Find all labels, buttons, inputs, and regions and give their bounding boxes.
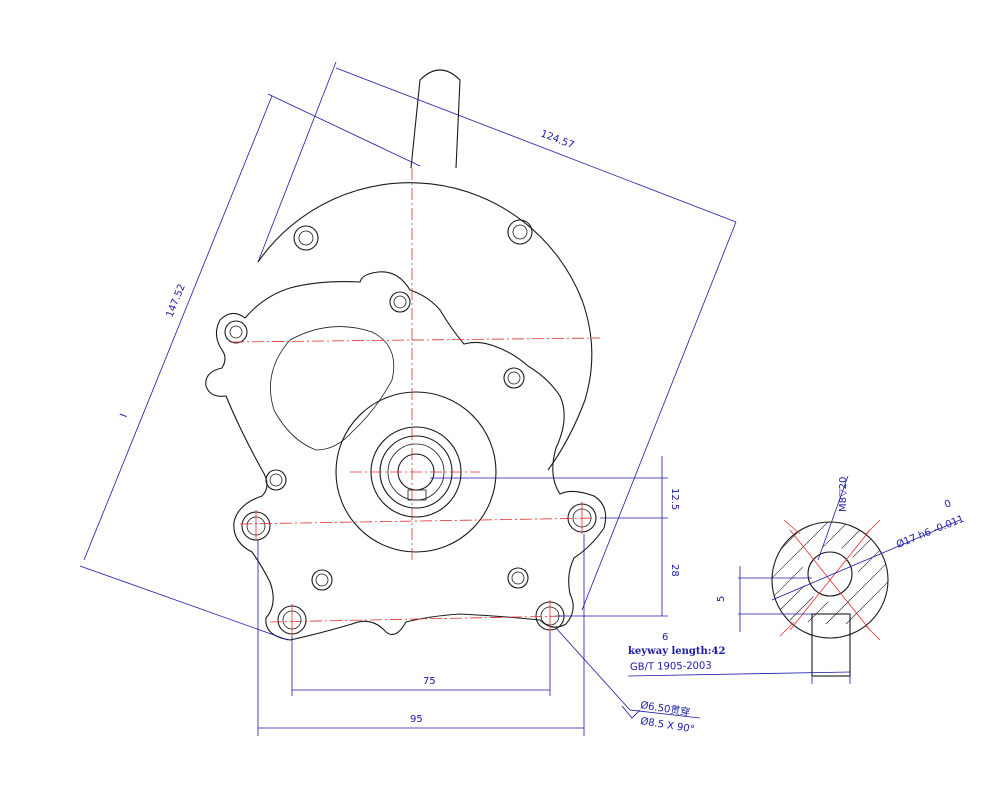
tap-spec: M8▽20 bbox=[838, 477, 849, 512]
dim-overall-height: 147.52 bbox=[165, 283, 188, 320]
centerlines bbox=[231, 168, 601, 636]
hole-top-cover bbox=[389, 291, 411, 313]
dim-mount-vertical: 28 bbox=[669, 564, 680, 577]
dim-line-key-width bbox=[627, 671, 851, 677]
tap-hole-circle bbox=[807, 551, 853, 597]
hole-right-cover bbox=[503, 367, 525, 389]
keyway-length-note: keyway length:42 bbox=[628, 646, 725, 657]
shaft-diameter-spec: Ø17 h6 -0.011 bbox=[895, 513, 966, 551]
dim-shaft-offset: 12.5 bbox=[669, 488, 680, 510]
dim-mount-outer-span: 95 bbox=[410, 714, 423, 725]
gearbox-housing bbox=[205, 69, 607, 641]
top-shaft-stub bbox=[410, 69, 461, 169]
hole-lower-right bbox=[507, 567, 529, 589]
keyway bbox=[407, 489, 427, 501]
rear-round-housing bbox=[257, 182, 593, 471]
hole-lower-left bbox=[311, 569, 333, 591]
dimensions: 124.57 147.52 I 12.5 28 75 95 Ø6.50贯穿 Ø8… bbox=[79, 61, 737, 736]
hole-spec-through: Ø6.50贯穿 bbox=[640, 698, 692, 719]
standard-note: GB/T 1905-2003 bbox=[630, 661, 712, 673]
shaft-outer-circle bbox=[771, 521, 889, 639]
hole-left-ear bbox=[224, 320, 248, 344]
hole-top-right bbox=[507, 219, 533, 245]
hole-top-left bbox=[293, 225, 319, 251]
dim-line-overall-width bbox=[335, 67, 737, 223]
key-height-dim: 5 bbox=[716, 596, 727, 602]
key-slot bbox=[811, 613, 851, 677]
front-cover-plate bbox=[205, 271, 607, 641]
hole-mid-left bbox=[265, 469, 287, 491]
inner-pocket bbox=[270, 326, 395, 451]
shaft-tolerance-upper: 0 bbox=[943, 498, 953, 511]
bearing-boss bbox=[335, 391, 497, 553]
dim-mount-inner-span: 75 bbox=[423, 676, 436, 687]
key-width-dim: 6 bbox=[662, 632, 668, 643]
dim-marker-i: I bbox=[119, 412, 130, 419]
dim-line-overall-height bbox=[83, 95, 273, 561]
